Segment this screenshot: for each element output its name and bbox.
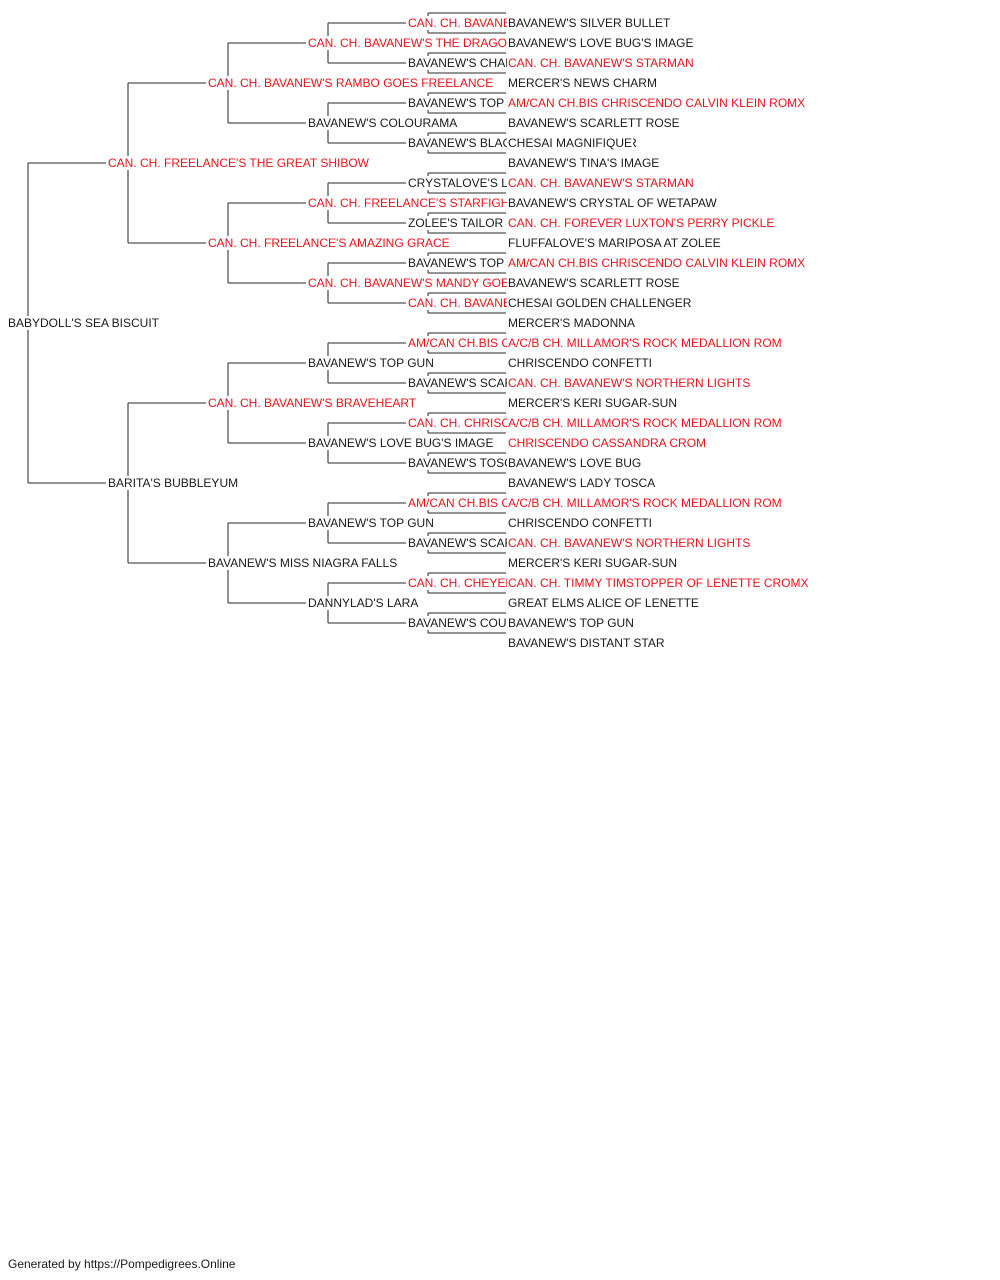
pedigree-sire-gen5: AM/CAN CH.BIS CHRISCENDO CALVIN KLEIN RO… bbox=[507, 96, 807, 110]
pedigree-dam-gen2: BAVANEW'S MISS NIAGRA FALLS bbox=[207, 556, 399, 570]
pedigree-dam-gen3: DANNYLAD'S LARA bbox=[307, 596, 420, 610]
pedigree-dam-gen5: BAVANEW'S DISTANT STAR bbox=[507, 636, 666, 650]
pedigree-sire-gen5: BAVANEW'S LOVE BUG bbox=[507, 456, 643, 470]
pedigree-sire-gen5: AM/CAN CH.BIS CHRISCENDO CALVIN KLEIN RO… bbox=[507, 256, 807, 270]
pedigree-sire-gen5: CAN. CH. TIMMY TIMSTOPPER OF LENETTE CRO… bbox=[507, 576, 810, 590]
pedigree-sire-gen5: CHESAI MAGNIFIQUE bbox=[507, 136, 634, 150]
pedigree-dam-gen5: BAVANEW'S CRYSTAL OF WETAPAW bbox=[507, 196, 718, 210]
pedigree-sire-gen3: BAVANEW'S TOP GUN bbox=[307, 516, 435, 530]
pedigree-dam-gen3: BAVANEW'S LOVE BUG'S IMAGE bbox=[307, 436, 495, 450]
pedigree-dam-gen5: BAVANEW'S SCARLETT ROSE bbox=[507, 116, 681, 130]
pedigree-sire-gen5: BAVANEW'S TOP GUN bbox=[507, 616, 635, 630]
pedigree-subject-gen0: BABYDOLL'S SEA BISCUIT bbox=[7, 316, 161, 330]
pedigree-dam-gen2: CAN. CH. FREELANCE'S AMAZING GRACE bbox=[207, 236, 451, 250]
pedigree-sire-gen5: BAVANEW'S SILVER BULLET bbox=[507, 16, 672, 30]
pedigree-sire-gen5: A/C/B CH. MILLAMOR'S ROCK MEDALLION ROM bbox=[507, 496, 783, 510]
pedigree-dam-gen1: BARITA'S BUBBLEYUM bbox=[107, 476, 240, 490]
pedigree-dam-gen5: MERCER'S KERI SUGAR-SUN bbox=[507, 396, 678, 410]
pedigree-dam-gen5: BAVANEW'S TINA'S IMAGE bbox=[507, 156, 661, 170]
pedigree-dam-gen5: BAVANEW'S LADY TOSCA bbox=[507, 476, 657, 490]
pedigree-dam-gen5: FLUFFALOVE'S MARIPOSA AT ZOLEE bbox=[507, 236, 722, 250]
pedigree-sire-gen5: A/C/B CH. MILLAMOR'S ROCK MEDALLION ROM bbox=[507, 336, 783, 350]
pedigree-dam-gen5: CHRISCENDO CASSANDRA CROM bbox=[507, 436, 708, 450]
pedigree-sire-gen5: CAN. CH. FOREVER LUXTON'S PERRY PICKLE bbox=[507, 216, 776, 230]
pedigree-sire-gen5: A/C/B CH. MILLAMOR'S ROCK MEDALLION ROM bbox=[507, 416, 783, 430]
pedigree-dam-gen5: GREAT ELMS ALICE OF LENETTE bbox=[507, 596, 700, 610]
pedigree-sire-gen5: CAN. CH. BAVANEW'S NORTHERN LIGHTS bbox=[507, 376, 752, 390]
pedigree-dam-gen5: CHRISCENDO CONFETTI bbox=[507, 356, 653, 370]
pedigree-dam-gen5: CHRISCENDO CONFETTI bbox=[507, 516, 653, 530]
pedigree-sire-gen3: CAN. CH. BAVANEW'S THE DRAGON MASTER bbox=[307, 36, 570, 50]
pedigree-dam-gen5: MERCER'S MADONNA bbox=[507, 316, 636, 330]
pedigree-sire-gen5: CAN. CH. BAVANEW'S STARMAN bbox=[507, 176, 695, 190]
pedigree-sire-gen2: CAN. CH. BAVANEW'S RAMBO GOES FREELANCE bbox=[207, 76, 495, 90]
pedigree-sire-gen2: CAN. CH. BAVANEW'S BRAVEHEART bbox=[207, 396, 418, 410]
pedigree-sire-gen5: CAN. CH. BAVANEW'S STARMAN bbox=[507, 56, 695, 70]
pedigree-sire-gen3: BAVANEW'S TOP GUN bbox=[307, 356, 435, 370]
pedigree-dam-gen5: MERCER'S NEWS CHARM bbox=[507, 76, 658, 90]
pedigree-sire-gen5: CAN. CH. BAVANEW'S NORTHERN LIGHTS bbox=[507, 536, 752, 550]
footer-credit: Generated by https://Pompedigrees.Online bbox=[8, 1257, 236, 1271]
pedigree-sire-gen1: CAN. CH. FREELANCE'S THE GREAT SHIBOW bbox=[107, 156, 370, 170]
pedigree-sire-gen4: BAVANEW'S TOP GUN bbox=[407, 96, 535, 110]
pedigree-dam-gen5: BAVANEW'S LOVE BUG'S IMAGE bbox=[507, 36, 695, 50]
pedigree-sire-gen5: CHESAI GOLDEN CHALLENGER bbox=[507, 296, 693, 310]
pedigree-dam-gen3: BAVANEW'S COLOURAMA bbox=[307, 116, 459, 130]
pedigree-dam-gen5: MERCER'S KERI SUGAR-SUN bbox=[507, 556, 678, 570]
pedigree-dam-gen5: BAVANEW'S SCARLETT ROSE bbox=[507, 276, 681, 290]
pedigree-sire-gen4: BAVANEW'S TOP GUN bbox=[407, 256, 535, 270]
